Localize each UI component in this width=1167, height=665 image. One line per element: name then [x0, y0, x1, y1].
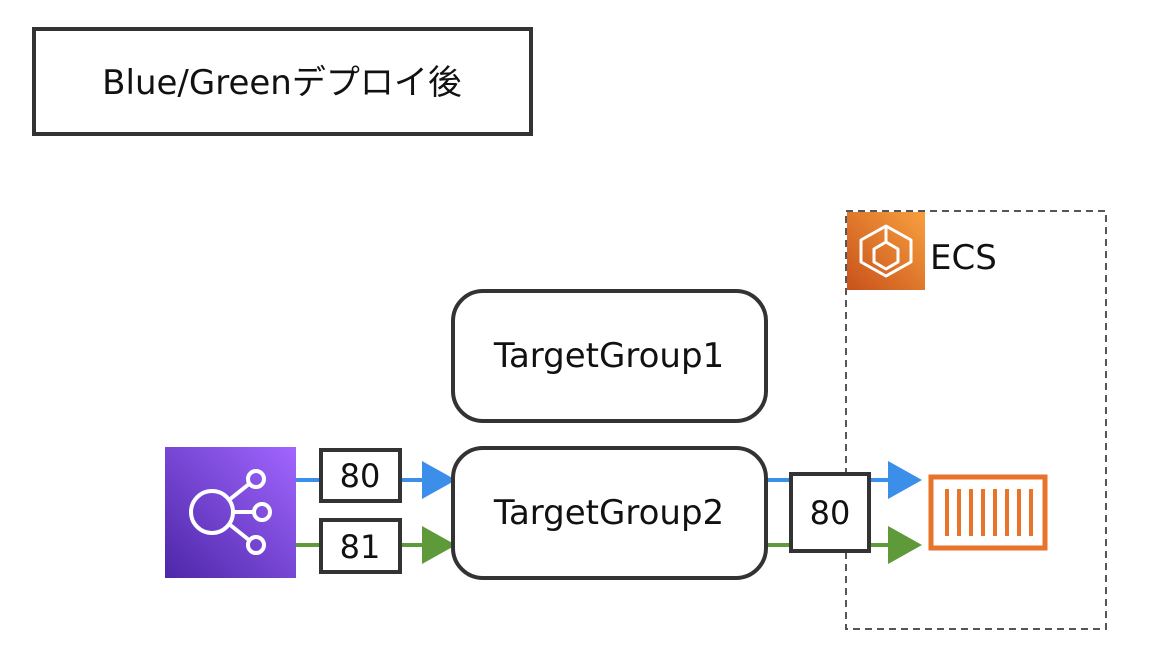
blue-arrow-lb-tg2 — [422, 461, 456, 499]
ecs-icon — [847, 212, 925, 290]
port-label-80: 80 — [340, 457, 381, 495]
green-arrow-lb-tg2 — [422, 526, 456, 564]
blue-arrow-tg2-container — [888, 461, 922, 499]
ecs-label: ECS — [930, 238, 997, 278]
port-box-80-lb: 80 — [319, 448, 402, 503]
elb-icon — [165, 447, 296, 578]
port-box-81-lb: 81 — [319, 518, 402, 574]
target-group-2: TargetGroup2 — [451, 446, 768, 580]
port-box-80-ecs: 80 — [789, 472, 871, 553]
green-arrow-tg2-container — [888, 526, 922, 564]
target-group-2-label: TargetGroup2 — [493, 493, 724, 533]
page-title: Blue/Greenデプロイ後 — [102, 63, 462, 103]
title-box: Blue/Greenデプロイ後 — [32, 27, 533, 136]
port-label-81: 81 — [340, 528, 381, 566]
port-label-ecs-80: 80 — [810, 494, 851, 532]
target-group-1-label: TargetGroup1 — [493, 336, 724, 376]
target-group-1: TargetGroup1 — [451, 289, 768, 423]
container-icon — [928, 474, 1048, 551]
ecs-group: ECS — [845, 210, 1107, 630]
